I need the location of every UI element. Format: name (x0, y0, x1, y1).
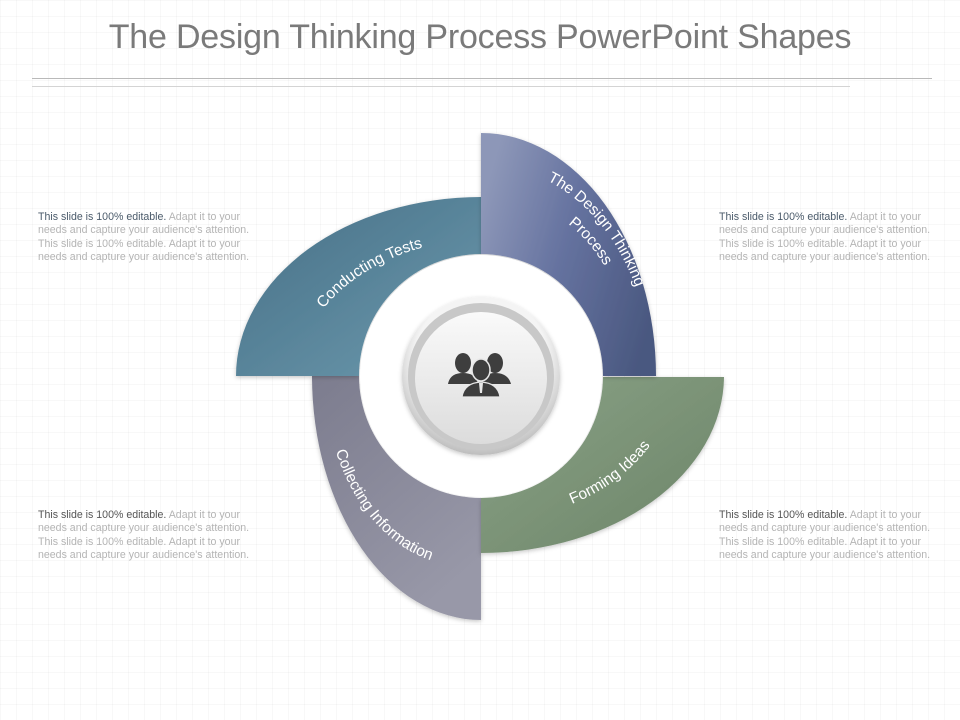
segment-design-thinking-process[interactable] (481, 133, 656, 376)
segment-conducting-tests[interactable] (236, 197, 481, 376)
text-block-bottom-left: This slide is 100% editable. Adapt it to… (38, 509, 253, 563)
text-block-top-right: This slide is 100% editable. Adapt it to… (719, 211, 934, 265)
segment-collecting-information[interactable] (312, 376, 481, 620)
text-block-top-left: This slide is 100% editable. Adapt it to… (38, 211, 253, 265)
blurb-body: Adapt it to your needs and capture your … (38, 211, 250, 264)
title-divider-line (32, 78, 932, 79)
team-people-icon (448, 353, 511, 398)
blurb-lead: This slide is 100% editable. (719, 211, 848, 223)
blurb-body: Adapt it to your needs and capture your … (719, 509, 931, 562)
slide-title: The Design Thinking Process PowerPoint S… (108, 18, 852, 56)
blurb-lead: This slide is 100% editable. (38, 509, 167, 521)
blurb-body: Adapt it to your needs and capture your … (719, 211, 931, 264)
blurb-lead: This slide is 100% editable. (38, 211, 167, 223)
segment-forming-ideas[interactable] (481, 377, 724, 553)
text-block-bottom-right: This slide is 100% editable. Adapt it to… (719, 509, 934, 563)
blurb-body: Adapt it to your needs and capture your … (38, 509, 250, 562)
title-divider-line-secondary (32, 86, 850, 87)
blurb-lead: This slide is 100% editable. (719, 509, 848, 521)
